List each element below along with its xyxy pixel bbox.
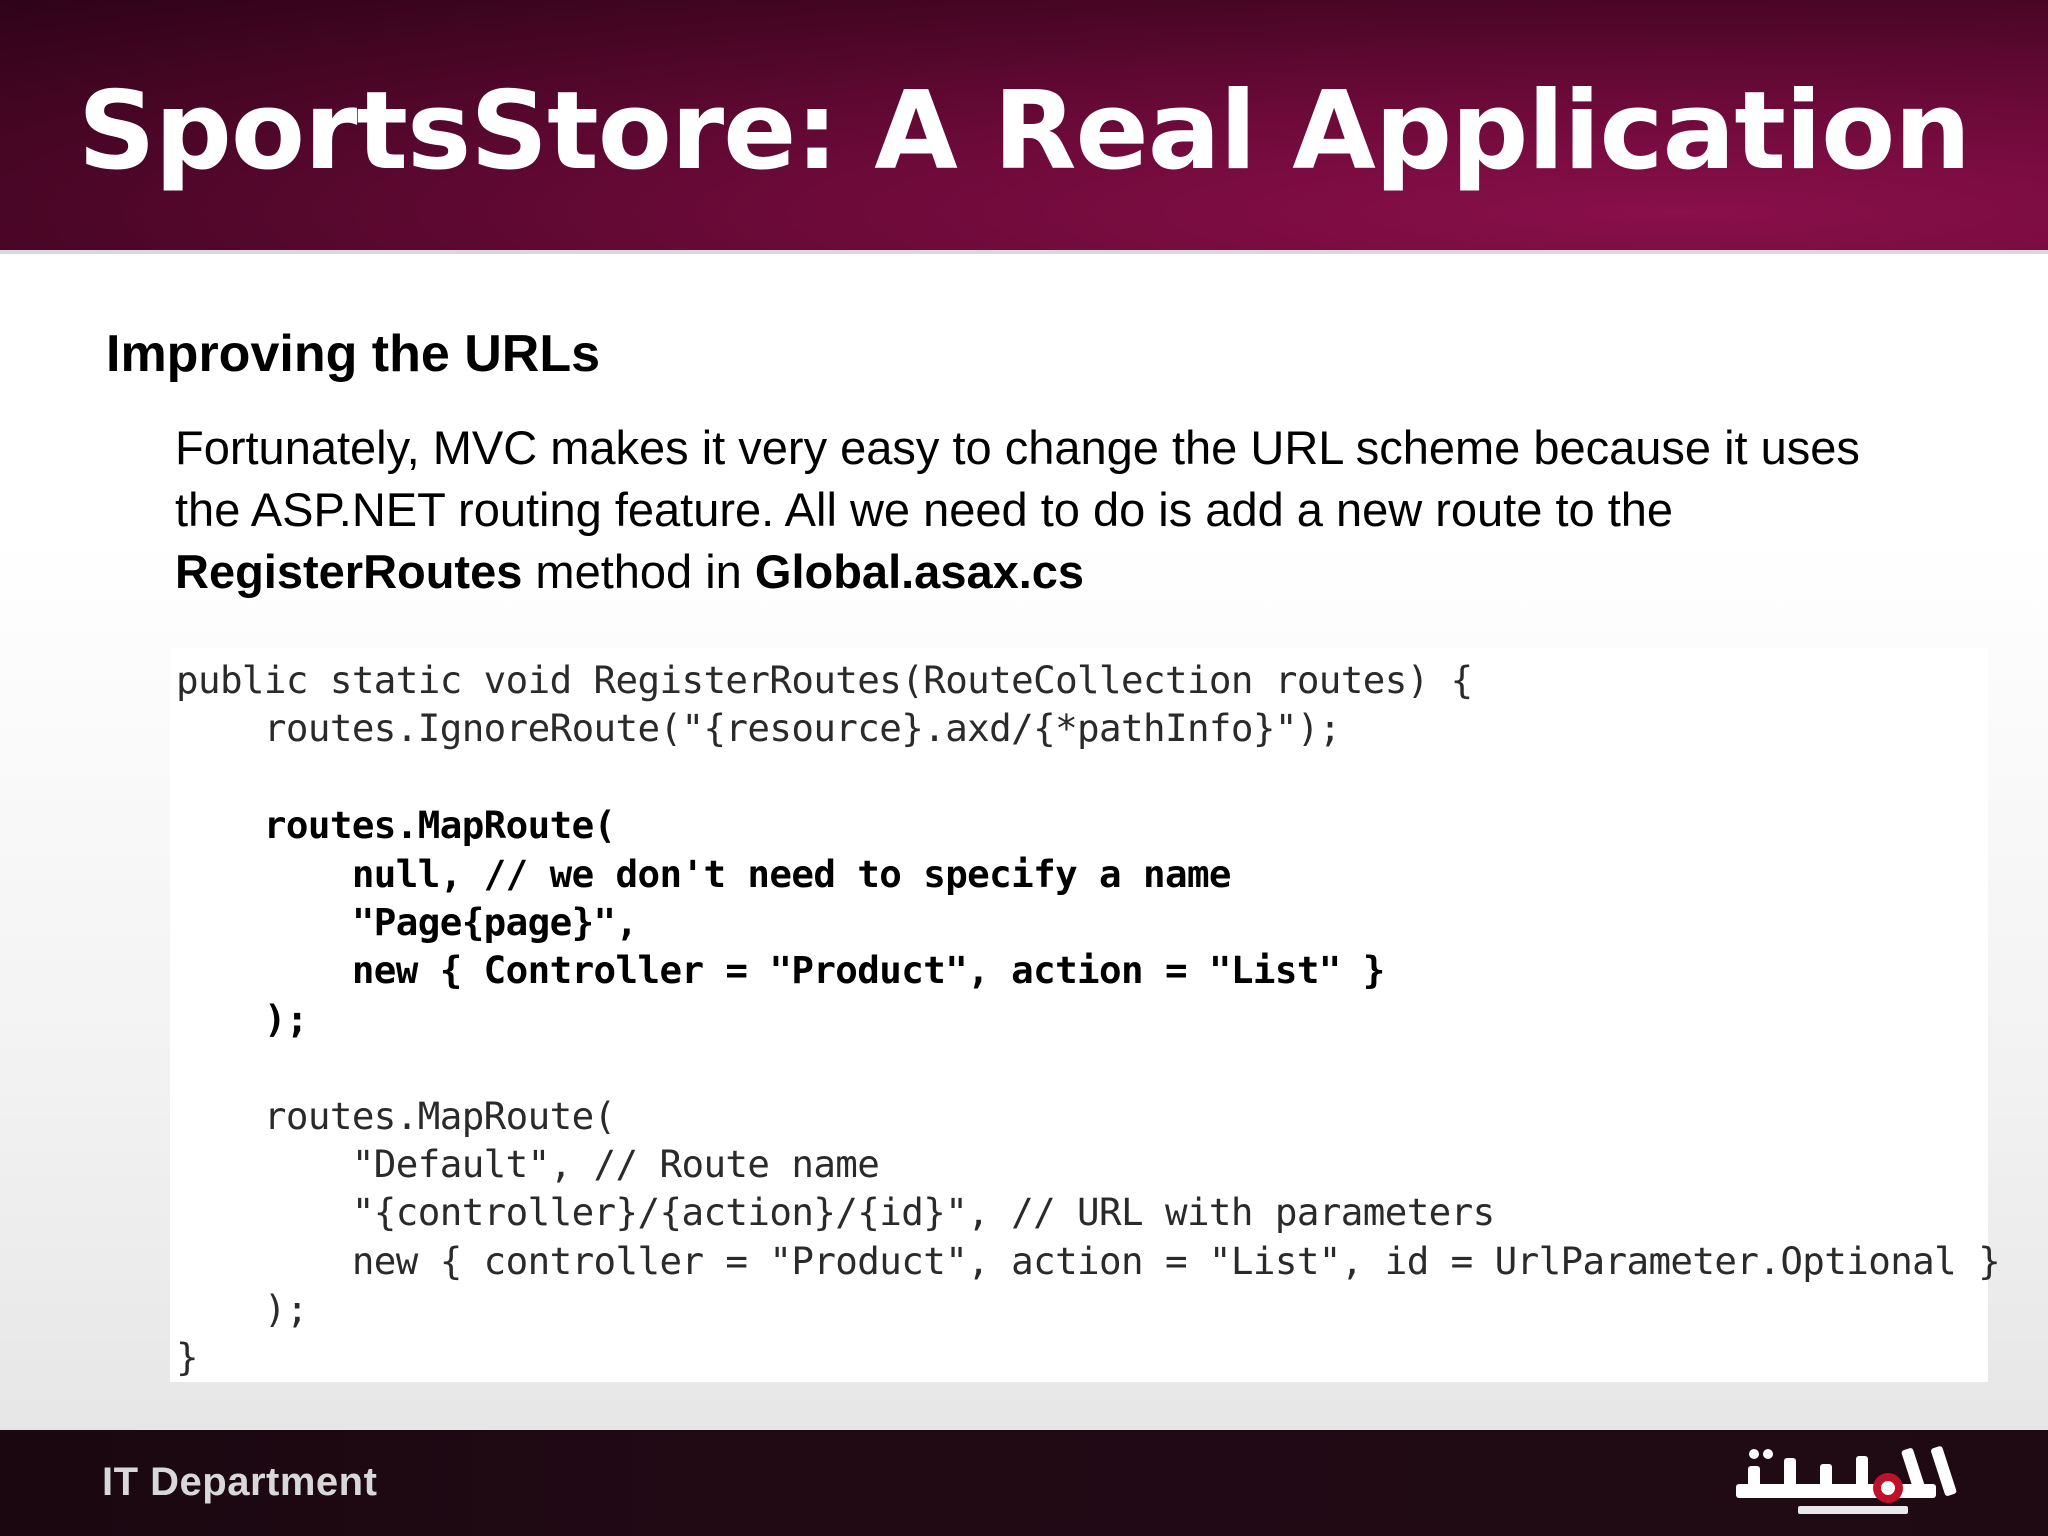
section-heading: Improving the URLs xyxy=(106,325,601,383)
code-line: "{controller}/{action}/{id}", // URL wit… xyxy=(176,1190,1495,1235)
code-line: routes.MapRoute( xyxy=(176,1093,616,1138)
code-line: null, // we don't need to specify a name xyxy=(176,851,1232,896)
code-line xyxy=(176,753,2000,801)
code-line: "Page{page}", xyxy=(176,899,638,944)
code-line: ); xyxy=(176,1287,309,1332)
slide-header: SportsStore: A Real Application xyxy=(0,0,2048,254)
paragraph-text-1: Fortunately, MVC makes it very easy to c… xyxy=(175,421,1860,536)
code-line: "Default", // Route name xyxy=(176,1141,880,1186)
code-line: new { Controller = "Product", action = "… xyxy=(176,948,1386,993)
code-panel: public static void RegisterRoutes(RouteC… xyxy=(170,648,2001,1382)
slide-title: SportsStore: A Real Application xyxy=(77,69,1971,194)
code-line xyxy=(176,1043,2000,1091)
slide-footer: IT Department xyxy=(0,1430,2048,1536)
code-line: } xyxy=(176,1335,199,1380)
company-logo-icon xyxy=(1736,1446,1957,1514)
paragraph-text-2: method in xyxy=(522,545,755,598)
code-line: routes.MapRoute( xyxy=(176,803,616,848)
code-line: routes.IgnoreRoute("{resource}.axd/{*pat… xyxy=(176,706,1341,751)
code-line: ); xyxy=(176,996,309,1041)
code-block: public static void RegisterRoutes(RouteC… xyxy=(176,656,2001,1382)
code-line: new { controller = "Product", action = "… xyxy=(176,1238,2001,1283)
paragraph-bold-register-routes: RegisterRoutes xyxy=(175,545,523,598)
paragraph-bold-global-asax: Global.asax.cs xyxy=(754,545,1085,598)
code-line: public static void RegisterRoutes(RouteC… xyxy=(176,658,1473,702)
footer-department-label: IT Department xyxy=(102,1460,378,1504)
intro-paragraph: Fortunately, MVC makes it very easy to c… xyxy=(175,417,1935,603)
